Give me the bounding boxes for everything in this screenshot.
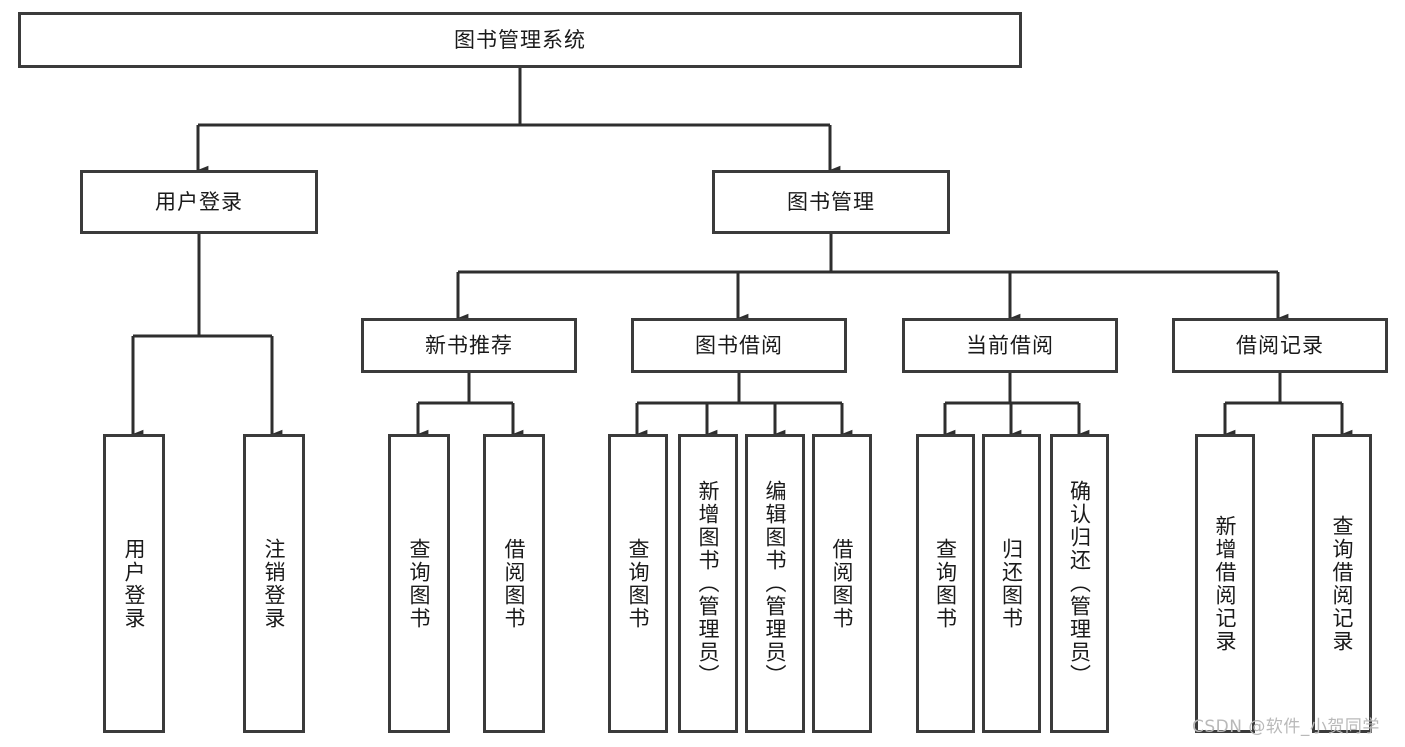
node-root-label: 图书管理系统 <box>454 28 586 52</box>
node-leaf-user-login[interactable] <box>103 434 165 733</box>
node-root[interactable] <box>18 12 1022 68</box>
node-book-manage-label: 图书管理 <box>787 190 875 214</box>
node-borrow-record-label: 借阅记录 <box>1236 334 1324 358</box>
node-borrow-record[interactable] <box>1172 318 1388 373</box>
node-book-borrow[interactable] <box>631 318 847 373</box>
node-book-manage[interactable] <box>712 170 950 234</box>
node-current-borrow[interactable] <box>902 318 1118 373</box>
node-leaf-return-book[interactable] <box>982 434 1041 733</box>
node-current-borrow-label: 当前借阅 <box>966 334 1054 358</box>
csdn-watermark: CSDN @软件_小贺同学 <box>1192 717 1380 737</box>
node-leaf-logout[interactable] <box>243 434 305 733</box>
node-user-login-label: 用户登录 <box>155 190 243 214</box>
node-new-book-recommend-label: 新书推荐 <box>425 334 513 358</box>
node-leaf-confirm-return[interactable] <box>1050 434 1109 733</box>
node-leaf-query-record[interactable] <box>1312 434 1372 733</box>
node-new-book-recommend[interactable] <box>361 318 577 373</box>
connectors-layer <box>131 68 1353 439</box>
node-leaf-add-book[interactable] <box>678 434 738 733</box>
node-leaf-query-book-2[interactable] <box>608 434 668 733</box>
node-book-borrow-label: 图书借阅 <box>695 334 783 358</box>
node-leaf-query-book-3[interactable] <box>916 434 975 733</box>
node-user-login[interactable] <box>80 170 318 234</box>
node-leaf-borrow-book-1[interactable] <box>483 434 545 733</box>
node-leaf-add-record[interactable] <box>1195 434 1255 733</box>
node-leaf-query-book-1[interactable] <box>388 434 450 733</box>
node-leaf-edit-book[interactable] <box>745 434 805 733</box>
node-leaf-borrow-book-2[interactable] <box>812 434 872 733</box>
